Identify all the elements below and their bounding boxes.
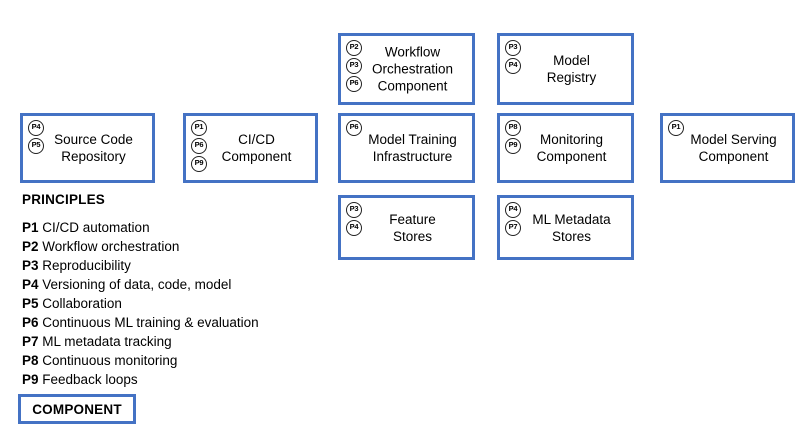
principle-badge-p4: P4 [346,220,362,236]
component-box-label: Workflow Orchestration Component [371,44,454,94]
principle-text: Collaboration [42,296,122,311]
principle-badge-group: P1 [668,120,684,136]
principle-text: Reproducibility [42,258,131,273]
principle-badge-p7: P7 [505,220,521,236]
component-box-label: Source Code Repository [54,132,133,164]
principle-item-p5: P5 Collaboration [22,294,322,313]
principle-badge-p3: P3 [346,202,362,218]
principle-code: P7 [22,334,39,349]
principle-code: P8 [22,353,39,368]
principle-badge-p4: P4 [505,58,521,74]
principle-text: Feedback loops [42,372,138,387]
principle-badge-p3: P3 [505,40,521,56]
component-box-label: Feature Stores [389,211,436,244]
component-box-label: Model Training Infrastructure [368,132,457,164]
principle-item-p3: P3 Reproducibility [22,256,322,275]
principle-badge-p1: P1 [191,120,207,136]
principle-text: Versioning of data, code, model [42,277,232,292]
principle-item-p7: P7 ML metadata tracking [22,332,322,351]
principle-item-p1: P1 CI/CD automation [22,218,322,237]
principle-code: P3 [22,258,39,273]
principle-item-p8: P8 Continuous monitoring [22,351,322,370]
principle-code: P5 [22,296,39,311]
principle-text: Continuous monitoring [42,353,178,368]
principle-code: P1 [22,220,39,235]
principle-badge-p9: P9 [505,138,521,154]
principle-item-p2: P2 Workflow orchestration [22,237,322,256]
principle-badge-p6: P6 [191,138,207,154]
principle-code: P6 [22,315,39,330]
principle-badge-p3: P3 [346,58,362,74]
component-legend-key: COMPONENT [18,394,136,424]
principle-badge-p1: P1 [668,120,684,136]
principle-code: P9 [22,372,39,387]
principle-text: Workflow orchestration [42,239,180,254]
principle-badge-group: P6 [346,120,362,136]
principle-badge-p8: P8 [505,120,521,136]
principle-code: P4 [22,277,39,292]
principle-text: Continuous ML training & evaluation [42,315,259,330]
principle-item-p9: P9 Feedback loops [22,370,322,389]
component-box-label: CI/CD Component [221,132,292,164]
principle-badge-p2: P2 [346,40,362,56]
principle-badge-p5: P5 [28,138,44,154]
principle-badge-p4: P4 [505,202,521,218]
principle-badge-p4: P4 [28,120,44,136]
principle-badge-p6: P6 [346,76,362,92]
component-box-label: ML Metadata Stores [532,211,611,244]
principles-title: PRINCIPLES [22,192,106,207]
principle-badge-p9: P9 [191,156,207,172]
principle-text: ML metadata tracking [42,334,172,349]
component-box-label: Model Registry [546,53,597,85]
component-legend-key-label: COMPONENT [32,401,122,417]
principle-item-p4: P4 Versioning of data, code, model [22,275,322,294]
component-box-label: Model Serving Component [690,132,777,164]
component-box-label: Monitoring Component [536,132,607,164]
principle-badge-p6: P6 [346,120,362,136]
principle-code: P2 [22,239,39,254]
principle-item-p6: P6 Continuous ML training & evaluation [22,313,322,332]
principle-text: CI/CD automation [42,220,150,235]
